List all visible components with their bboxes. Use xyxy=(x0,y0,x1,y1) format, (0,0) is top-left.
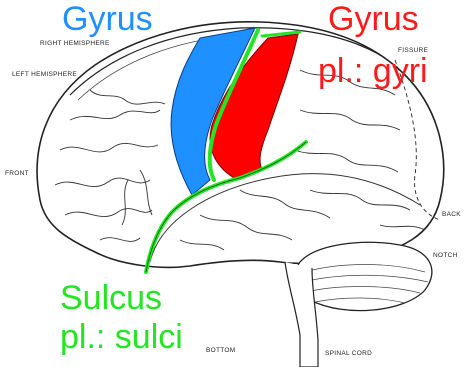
bottom-label: BOTTOM xyxy=(206,347,236,354)
left-hemisphere-label: LEFT HEMISPHERE xyxy=(12,71,77,78)
gyrus-blue-label: Gyrus xyxy=(62,0,153,38)
sulcus-label: Sulcus xyxy=(60,279,162,317)
right-hemisphere-label: RIGHT HEMISPHERE xyxy=(40,40,110,47)
spinal-cord-label: SPINAL CORD xyxy=(325,350,372,357)
sulci-plural-label: pl.: sulci xyxy=(60,318,183,356)
front-label: FRONT xyxy=(5,170,29,177)
notch-label: NOTCH xyxy=(433,252,458,259)
gyri-plural-label: pl.: gyri xyxy=(318,52,428,90)
back-label: BACK xyxy=(442,211,461,218)
gyrus-red-label: Gyrus xyxy=(328,0,419,38)
